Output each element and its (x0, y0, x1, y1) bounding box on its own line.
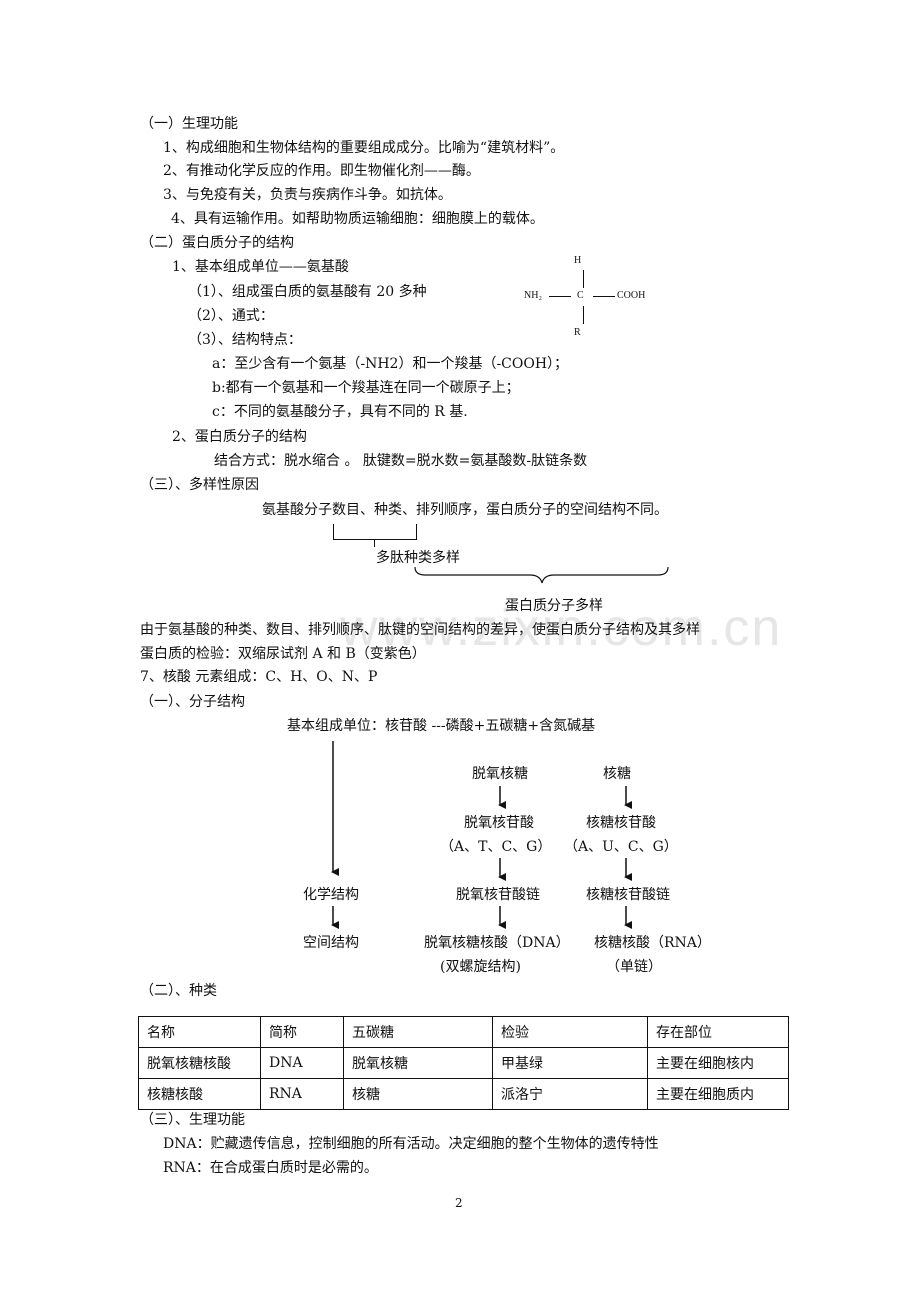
watermark: www.zixin.com.cn (340, 599, 783, 657)
rna-chain: 核糖核苷酸链 (586, 887, 670, 903)
nucleic-kinds-table: 名称 简称 五碳糖 检验 存在部位 脱氧核糖核酸 DNA 脱氧核糖 甲基绿 主要… (138, 1016, 789, 1110)
table-cell: 脱氧核糖 (343, 1047, 493, 1079)
feature-b: b:都有一个氨基和一个羧基连在同一个碳原子上； (212, 380, 520, 396)
peptide-diversity: 多肽种类多样 (376, 550, 460, 566)
section-heading-structure: （二）蛋白质分子的结构 (140, 235, 294, 251)
bracket-right-leg (416, 524, 417, 540)
formula-c: C (577, 290, 584, 301)
feature-c: c：不同的氨基酸分子，具有不同的 R 基. (212, 404, 468, 420)
table-row: 脱氧核糖核酸 DNA 脱氧核糖 甲基绿 主要在细胞核内 (138, 1047, 789, 1079)
rna-sugar: 核糖 (603, 766, 631, 782)
protein-test: 蛋白质的检验：双缩尿试剂 A 和 B（变紫色） (140, 646, 426, 662)
table-row: 核糖核酸 RNA 核糖 派洛宁 主要在细胞质内 (138, 1078, 789, 1110)
table-header-row: 名称 简称 五碳糖 检验 存在部位 (138, 1016, 789, 1048)
table-header-cell: 简称 (260, 1016, 344, 1048)
feature-a: a：至少含有一个氨基（-NH2）和一个羧基（-COOH）； (212, 356, 569, 372)
function-item-3: 3、与免疫有关，负责与疾病作斗争。如抗体。 (163, 187, 452, 203)
diversity-summary: 由于氨基酸的种类、数目、排列顺序、肽键的空间结构的差异，使蛋白质分子结构及其多样 (140, 622, 700, 638)
rna-name: 核糖核酸（RNA） (594, 935, 711, 951)
dna-name: 脱氧核糖核酸（DNA） (424, 935, 570, 951)
table-cell: 派洛宁 (492, 1078, 648, 1110)
dna-nucleotide: 脱氧核苷酸 (464, 815, 534, 831)
mol-structure-text: 结合方式：脱水缩合 。 肽键数=脱水数=氨基酸数-肽链条数 (214, 453, 588, 469)
section-heading-nucleic-structure: （一）、分子结构 (140, 694, 245, 710)
section-heading-diversity: （三）、多样性原因 (140, 477, 259, 493)
formula-bond-bottom (583, 306, 584, 324)
page-number: 2 (455, 1196, 463, 1210)
dna-shape: (双螺旋结构) (440, 959, 521, 975)
spatial-structure: 空间结构 (303, 935, 359, 951)
table-cell: 脱氧核糖核酸 (138, 1047, 261, 1079)
bracket-left-leg (333, 524, 334, 540)
table-header-cell: 检验 (492, 1016, 648, 1048)
table-cell: 核糖核酸 (138, 1078, 261, 1110)
dna-sugar: 脱氧核糖 (472, 766, 528, 782)
rna-bases: （A、U、C、G） (564, 839, 678, 855)
rna-function: RNA：在合成蛋白质时是必需的。 (163, 1160, 378, 1176)
function-item-2: 2、有推动化学反应的作用。即生物催化剂——酶。 (163, 163, 480, 179)
point-2: （2）、通式： (188, 308, 274, 324)
rna-nucleotide: 核糖核苷酸 (586, 815, 656, 831)
formula-cooh: COOH (617, 290, 646, 301)
nucleic-acid-title: 7、核酸 元素组成：C、H、O、N、P (140, 669, 378, 685)
dna-function: DNA：贮藏遗传信息，控制细胞的所有活动。决定细胞的整个生物体的遗传特性 (163, 1136, 659, 1152)
section-heading-kinds: （二）、种类 (140, 983, 217, 999)
curly-brace (414, 566, 669, 584)
mol-structure-title: 2、蛋白质分子的结构 (172, 429, 307, 445)
table-header-cell: 五碳糖 (343, 1016, 493, 1048)
unit-title: 1、基本组成单位——氨基酸 (172, 259, 349, 275)
formula-r: R (574, 327, 581, 338)
bracket-bottom (333, 539, 417, 540)
function-item-4: 4、具有运输作用。如帮助物质运输细胞：细胞膜上的载体。 (171, 211, 544, 227)
formula-bond-top (583, 270, 584, 288)
formula-bond-right (593, 296, 615, 297)
nucleic-flow-arrows (331, 741, 632, 929)
formula-nh2: NH₂ (524, 290, 542, 301)
rna-shape: （单链） (606, 959, 662, 975)
point-1: （1）、组成蛋白质的氨基酸有 20 多种 (188, 284, 427, 300)
dna-chain: 脱氧核苷酸链 (456, 887, 540, 903)
function-item-1: 1、构成细胞和生物体结构的重要组成成分。比喻为“建筑材料”。 (163, 140, 565, 156)
diversity-cause: 氨基酸分子数目、种类、排列顺序，蛋白质分子的空间结构不同。 (262, 502, 668, 518)
table-cell: 主要在细胞核内 (647, 1047, 789, 1079)
table-cell: 核糖 (343, 1078, 493, 1110)
formula-h: H (574, 255, 582, 266)
table-cell: RNA (260, 1078, 344, 1110)
formula-bond-left (549, 296, 571, 297)
point-3: （3）、结构特点： (188, 332, 302, 348)
section-heading-function2: （三）、生理功能 (140, 1112, 245, 1128)
section-heading-function: （一）生理功能 (140, 116, 238, 132)
table-cell: DNA (260, 1047, 344, 1079)
chemical-structure: 化学结构 (303, 887, 359, 903)
dna-bases: （A、T、C、G） (440, 839, 552, 855)
nucleotide-unit: 基本组成单位：核苷酸 ---磷酸+五碳糖+含氮碱基 (287, 718, 596, 734)
table-cell: 甲基绿 (492, 1047, 648, 1079)
protein-diversity: 蛋白质分子多样 (505, 598, 603, 614)
table-cell: 主要在细胞质内 (647, 1078, 789, 1110)
table-header-cell: 存在部位 (647, 1016, 789, 1048)
table-header-cell: 名称 (138, 1016, 261, 1048)
bracket-stem (374, 539, 375, 547)
